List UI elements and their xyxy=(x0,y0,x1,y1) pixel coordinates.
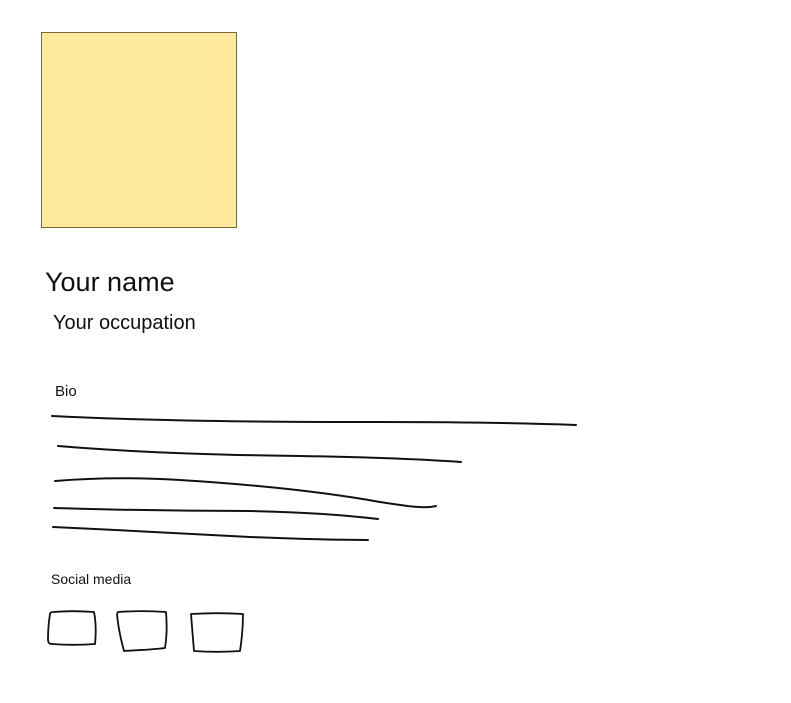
name-heading: Your name xyxy=(45,267,175,297)
bio-text-line-1 xyxy=(51,415,577,426)
profile-photo-placeholder xyxy=(41,32,237,228)
bio-text-line-5 xyxy=(52,526,369,541)
occupation-text: Your occupation xyxy=(53,312,196,334)
social-media-icon[interactable] xyxy=(47,610,97,646)
social-media-label: Social media xyxy=(51,571,132,587)
bio-text-line-4 xyxy=(53,507,379,520)
social-media-icon[interactable] xyxy=(116,610,168,652)
social-media-icon[interactable] xyxy=(190,612,244,653)
bio-label: Bio xyxy=(55,383,77,400)
bio-text-line-2 xyxy=(57,445,462,463)
bio-text-line-3 xyxy=(54,477,437,509)
